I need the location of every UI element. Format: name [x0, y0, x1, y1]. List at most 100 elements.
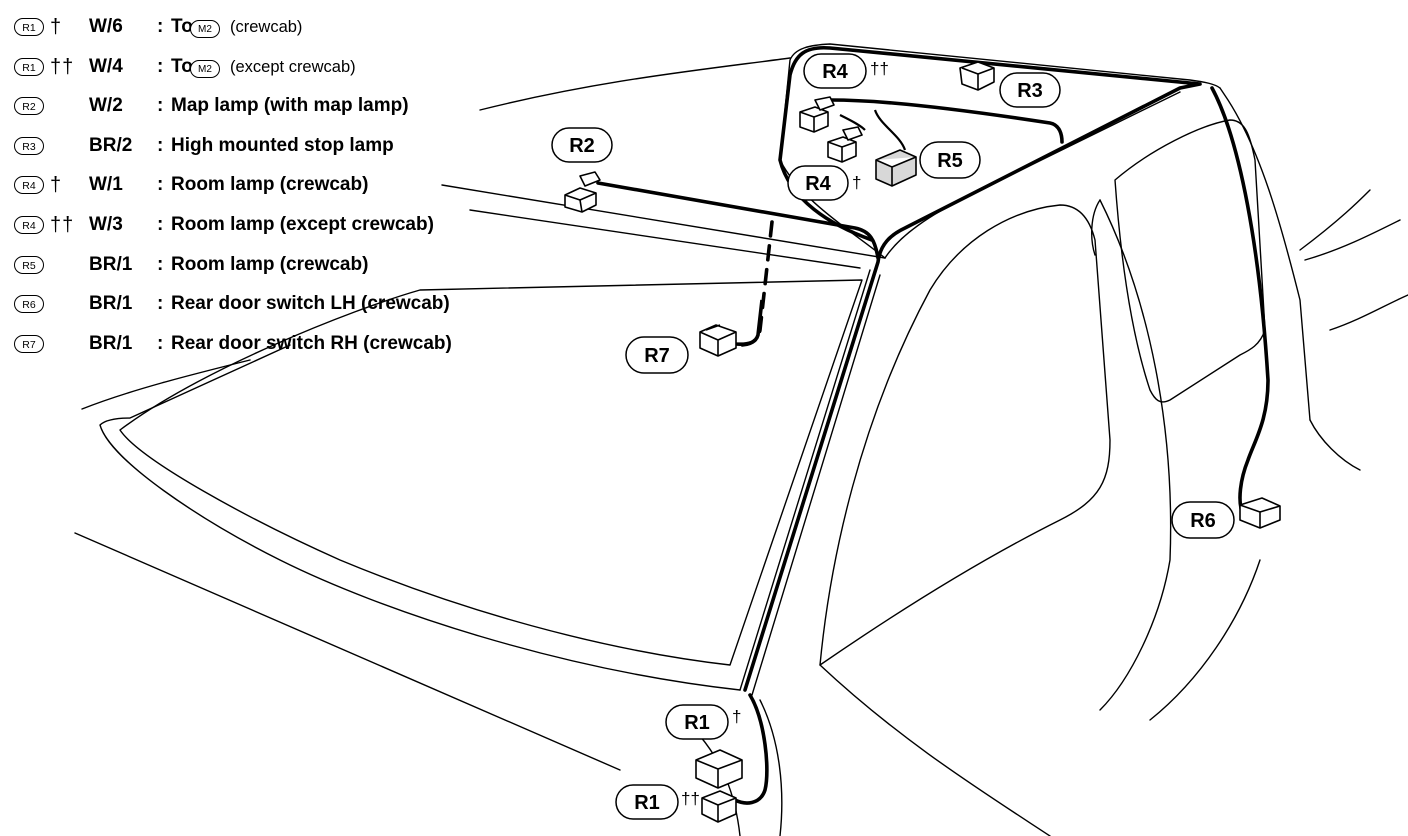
- connector-r2: [564, 171, 601, 213]
- target-connector-badge: M2: [190, 59, 220, 78]
- connector-code-badge: R1: [14, 57, 44, 76]
- variant-mark: ††: [50, 55, 75, 78]
- connector-code-badge: R4: [14, 176, 44, 195]
- callout-r4-upper-mark: ††: [870, 59, 889, 78]
- colon-separator: :: [157, 95, 164, 117]
- variant-note: (crewcab): [230, 18, 303, 36]
- colon-separator: :: [157, 213, 164, 235]
- target-connector-badge: M2: [190, 20, 220, 38]
- connector-r4-upper: [799, 96, 835, 133]
- connector-r7: [699, 324, 737, 357]
- connector-description: Room lamp (crewcab): [171, 174, 369, 196]
- callout-r7-label: R7: [644, 345, 670, 367]
- connector-code-badge: R2: [14, 97, 44, 116]
- connector-description: High mounted stop lamp: [171, 134, 394, 156]
- connector-code-badge: R3: [14, 136, 44, 155]
- callout-r7-bubble: [625, 336, 689, 374]
- callout-r2-label: R2: [569, 135, 595, 157]
- callout-r4-upper-label: R4: [822, 61, 848, 83]
- connector-code-badge: R4: [14, 215, 44, 234]
- a-pillar-inner: [751, 274, 881, 696]
- connector-description: Rear door switch RH (crewcab): [171, 332, 452, 354]
- harness-r7-branch: [738, 220, 774, 347]
- harness-roof-main: [743, 45, 1202, 692]
- wire-color: BR/1: [89, 293, 133, 315]
- door-gap-line: [1099, 199, 1172, 711]
- callout-r6-label: R6: [1190, 510, 1216, 532]
- roof-front-edge: [441, 184, 886, 259]
- colon-separator: :: [157, 134, 164, 156]
- connector-description: Map lamp (with map lamp): [171, 95, 409, 117]
- wire-color: BR/2: [89, 134, 133, 156]
- wire-color: BR/1: [89, 332, 133, 354]
- body-sill-line: [759, 699, 783, 836]
- windshield-top-line: [479, 57, 791, 111]
- harness-room-lamp-branch: [828, 98, 1064, 144]
- roof-left-edge: [779, 43, 1221, 259]
- roof-front-edge-2: [469, 209, 861, 269]
- callout-r1-lower-label: R1: [634, 792, 660, 814]
- variant-note: (except crewcab): [230, 57, 356, 76]
- wire-color: W/4: [89, 55, 123, 77]
- connector-description: To: [171, 16, 193, 37]
- harness-r7-branch-solid: [734, 299, 764, 346]
- callout-r3-bubble: [999, 72, 1061, 108]
- rear-window: [1114, 119, 1266, 403]
- windshield-frame-inner: [119, 279, 863, 666]
- callout-r4-lower-mark: †: [852, 173, 861, 192]
- colon-separator: :: [157, 16, 164, 37]
- front-window: [819, 204, 1111, 666]
- legend-row: R4†W/1:Room lamp (crewcab): [14, 166, 494, 206]
- wire-color: W/6: [89, 16, 123, 37]
- windshield-frame-outer: [99, 344, 741, 691]
- rear-fender-line: [1329, 294, 1408, 331]
- connector-code-badge: R1: [14, 18, 44, 36]
- callout-r6-bubble: [1171, 501, 1235, 539]
- callout-r1-lower-bubble: [615, 784, 679, 820]
- variant-mark: †: [50, 16, 63, 38]
- connector-description: Rear door switch LH (crewcab): [171, 293, 450, 315]
- wire-color: W/3: [89, 213, 123, 235]
- wire-color: BR/1: [89, 253, 133, 275]
- connector-r5: [875, 149, 917, 187]
- rear-corner-line: [1149, 559, 1261, 721]
- callout-r2-bubble: [551, 127, 613, 163]
- variant-mark: †: [50, 174, 63, 197]
- variant-mark: ††: [50, 213, 75, 236]
- connector-r1-upper: [695, 749, 743, 789]
- callout-r4-lower-bubble: [787, 165, 849, 201]
- harness-r5-wire: [873, 109, 907, 151]
- connector-r1-lower: [701, 790, 737, 823]
- b-pillar-line: [1091, 199, 1101, 256]
- roof-rear-edge: [1219, 87, 1311, 421]
- harness-map-lamp-branch: [596, 181, 880, 260]
- callout-r1-upper-mark: †: [732, 707, 741, 726]
- callout-r4-lower-label: R4: [805, 173, 831, 195]
- colon-separator: :: [157, 293, 164, 315]
- harness-r4-wire: [839, 114, 866, 131]
- rear-body-line-2: [1304, 219, 1401, 261]
- colon-separator: :: [157, 174, 164, 196]
- colon-separator: :: [157, 253, 164, 275]
- connector-r6: [1239, 497, 1281, 529]
- rear-lower-line: [1309, 419, 1361, 471]
- callout-r4-upper-bubble: [803, 53, 867, 89]
- callout-r1-lower-mark: ††: [681, 789, 700, 808]
- harness-lower-pillar: [733, 693, 769, 805]
- rear-body-line: [1299, 189, 1371, 251]
- callout-r5-bubble: [919, 141, 981, 179]
- callout-r5-label: R5: [937, 150, 963, 172]
- legend-row: R3 BR/2: High mounted stop lamp: [14, 127, 494, 167]
- legend-row: R2 W/2: Map lamp (with map lamp): [14, 87, 494, 127]
- callout-r1-upper-bubble: [665, 704, 729, 740]
- harness-rear-pillar: [1210, 86, 1270, 514]
- wire-color: W/2: [89, 95, 123, 117]
- connector-description: Room lamp (except crewcab): [171, 213, 434, 235]
- lower-door-line: [819, 664, 1051, 836]
- connector-code-badge: R6: [14, 295, 44, 314]
